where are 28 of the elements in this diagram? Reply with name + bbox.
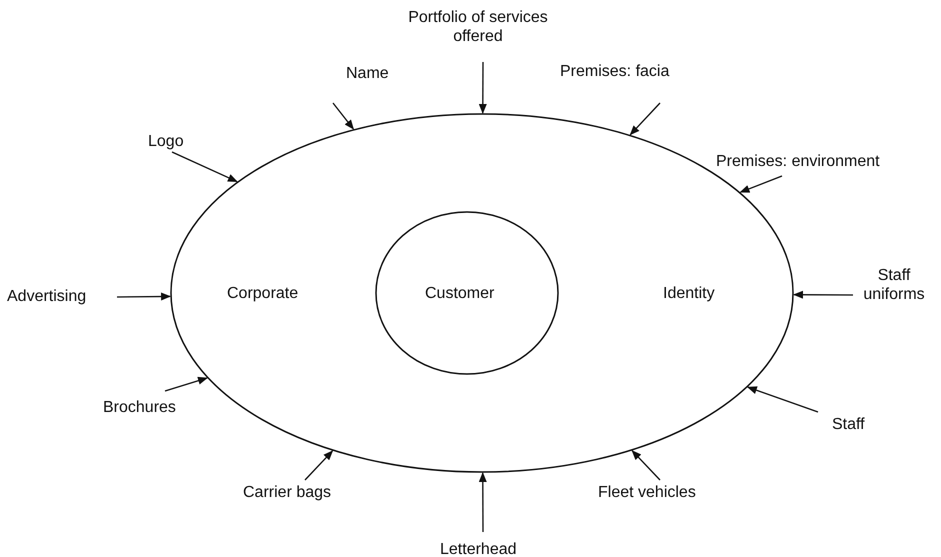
inner-ellipse [375,211,559,375]
arrow [632,450,660,480]
arrow [172,151,238,182]
element-label: Advertising [7,287,86,306]
arrow [792,290,853,299]
ellipse-label: Customer [425,284,494,303]
arrow [164,376,208,392]
element-label: Premises: environment [716,152,880,171]
arrow [478,472,487,532]
ellipse-label: Identity [663,284,715,303]
element-label: Staff uniforms [858,266,930,304]
element-label: Staff [832,415,865,434]
element-label: Brochures [103,398,176,417]
arrow [117,292,172,301]
element-label: Carrier bags [243,483,332,502]
arrow [630,102,660,136]
arrow [746,386,818,413]
element-label: Fleet vehicles [598,483,696,502]
element-label: Portfolio of services offered [408,8,548,46]
arrow [478,62,487,114]
arrow [740,175,782,193]
element-label: Premises: facia [560,62,670,81]
ellipse-label: Corporate [227,284,298,303]
arrow [332,102,354,130]
element-label: Logo [148,132,184,151]
element-label: Letterhead [440,540,517,557]
element-label: Name [346,64,389,83]
arrow [304,450,334,480]
